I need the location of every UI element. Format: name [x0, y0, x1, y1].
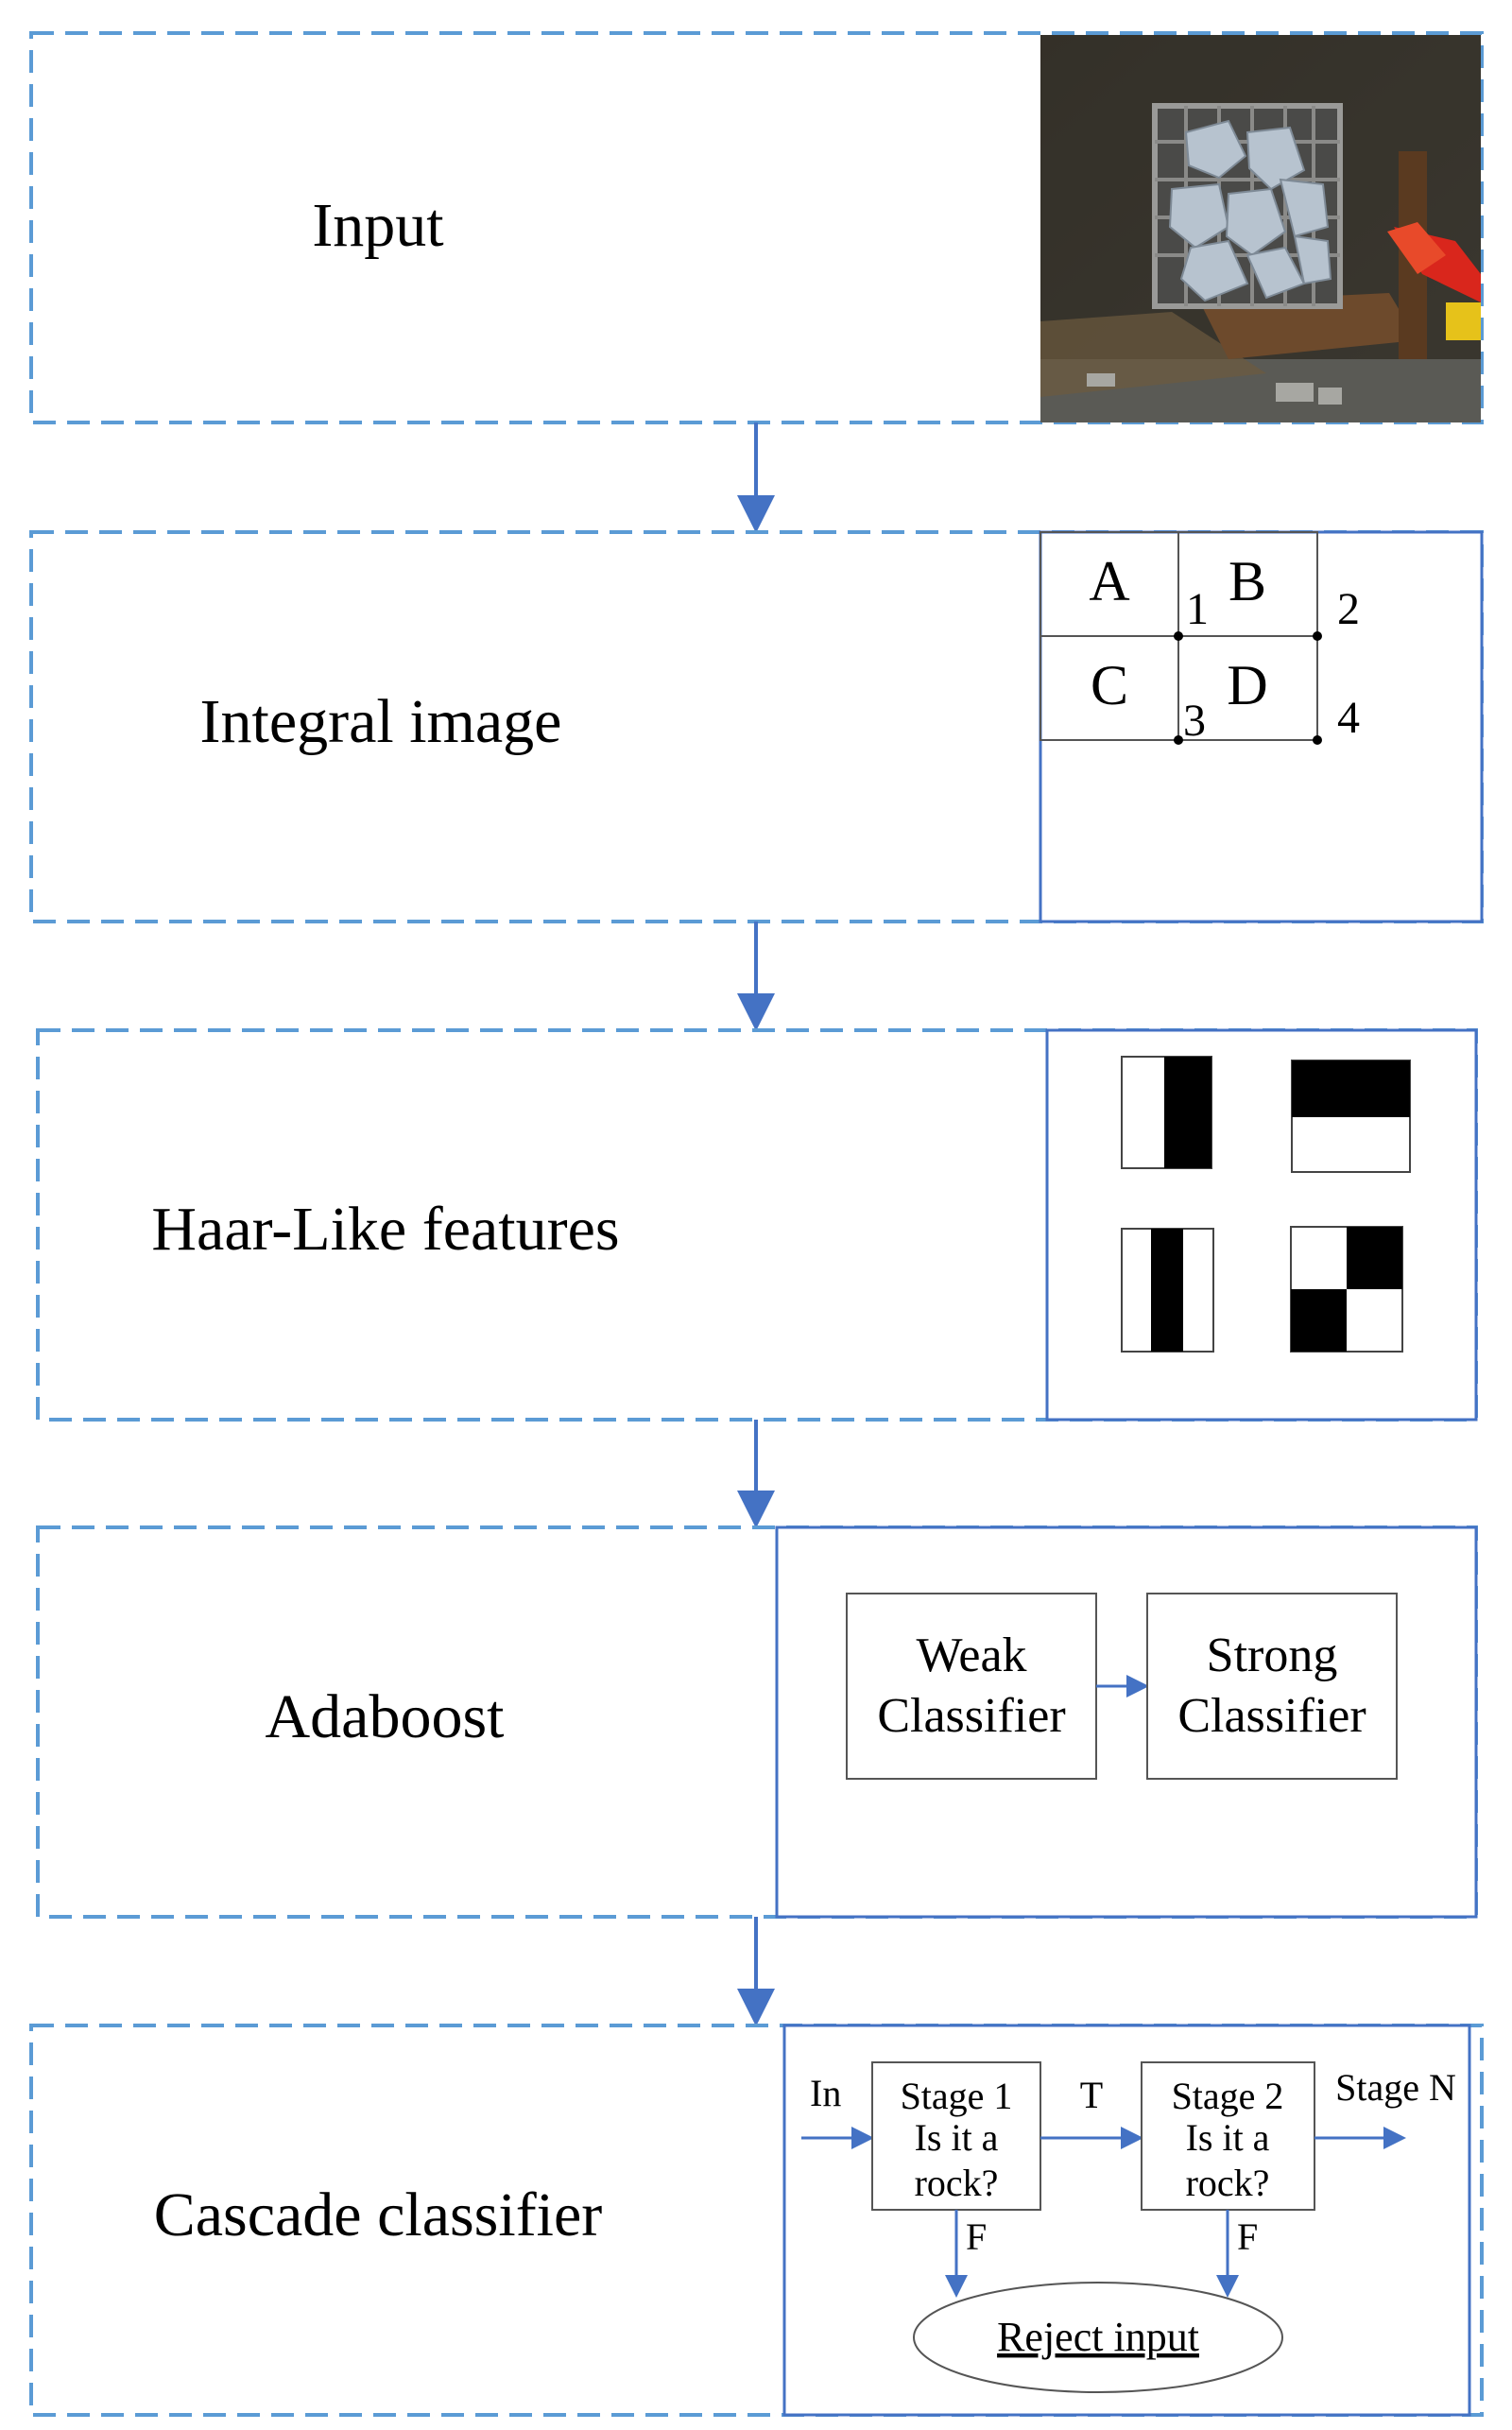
reject-input-ellipse: [913, 2282, 1283, 2393]
stage1-line3: rock?: [915, 2162, 999, 2204]
haar-feature-checker: [1290, 1226, 1403, 1353]
region-b: B: [1228, 550, 1266, 612]
point-3-dot: [1174, 735, 1183, 745]
stage1-line2: Is it a: [915, 2116, 999, 2159]
region-d: D: [1227, 654, 1267, 716]
point-1-label: 1: [1186, 584, 1209, 634]
false-label-1: F: [966, 2215, 987, 2258]
integral-stage: Integral image A B C D 1 2 3 4: [29, 530, 1484, 923]
cascade-stage-label: Cascade classifier: [154, 2180, 603, 2249]
true-label: T: [1080, 2074, 1103, 2116]
haar-feature-line: [1121, 1228, 1214, 1353]
point-2-dot: [1313, 631, 1322, 641]
haar-panel: [1045, 1028, 1478, 1422]
stage2-line1: Stage 2: [1172, 2075, 1284, 2117]
stage2-box: [1141, 2061, 1315, 2211]
integral-stage-label: Integral image: [200, 687, 562, 756]
cascade-in-label: In: [810, 2072, 841, 2114]
stage2-line2: Is it a: [1186, 2116, 1270, 2159]
input-stage-label: Input: [312, 191, 443, 260]
adaboost-stage-label: Adaboost: [266, 1682, 505, 1751]
stage2-line3: rock?: [1186, 2162, 1270, 2204]
weak-classifier-line2: Classifier: [877, 1689, 1065, 1743]
point-4-dot: [1313, 735, 1322, 745]
haar-feature-edge-vertical: [1121, 1056, 1212, 1169]
strong-classifier-line1: Strong: [1207, 1629, 1338, 1682]
integral-panel: [1039, 530, 1484, 923]
point-2-label: 2: [1337, 584, 1360, 634]
region-c: C: [1091, 654, 1128, 716]
adaboost-stage: Adaboost Weak Classifier Strong Classifi…: [36, 1525, 1478, 1919]
rock-photo: [1040, 35, 1481, 422]
point-4-label: 4: [1337, 693, 1360, 743]
haar-stage-label: Haar-Like features: [151, 1195, 619, 1264]
point-3-label: 3: [1183, 696, 1206, 746]
reject-input-label: Reject input: [997, 2314, 1199, 2360]
haar-feature-edge-horizontal: [1291, 1060, 1411, 1173]
strong-classifier-line2: Classifier: [1177, 1689, 1366, 1743]
point-1-dot: [1174, 631, 1183, 641]
cascade-stage-box: [29, 2024, 1484, 2417]
haar-stage: Haar-Like features: [36, 1028, 1478, 1422]
strong-classifier-box: [1146, 1593, 1398, 1780]
stage1-line1: Stage 1: [901, 2075, 1013, 2117]
input-stage: Input: [29, 31, 1484, 424]
cascade-stage: Cascade classifier In Stage 1 Is it a ro…: [29, 2024, 1484, 2417]
weak-classifier-line1: Weak: [916, 1629, 1026, 1682]
stage-n-label: Stage N: [1335, 2066, 1456, 2109]
false-label-2: F: [1237, 2215, 1258, 2258]
region-a: A: [1089, 550, 1129, 612]
weak-classifier-box: [846, 1593, 1097, 1780]
